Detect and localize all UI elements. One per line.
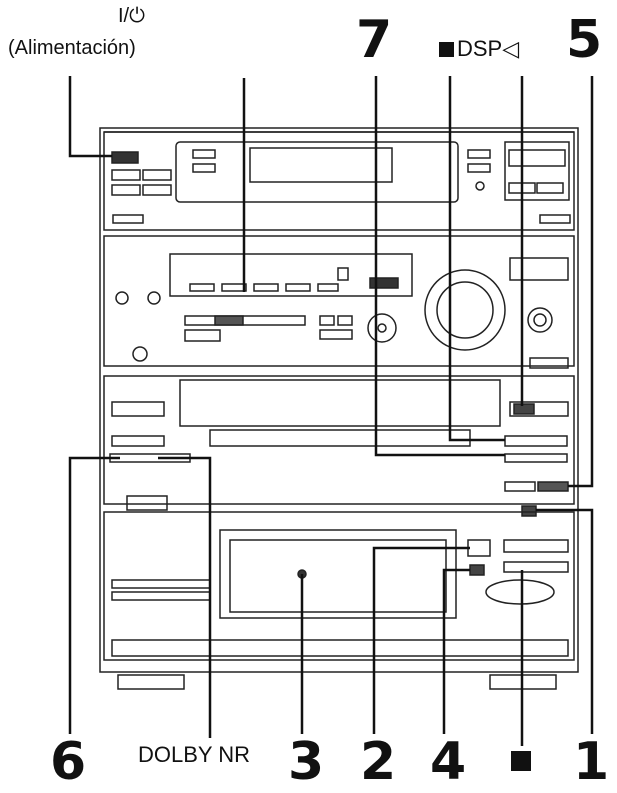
dolby-nr-label: DOLBY NR	[138, 742, 251, 767]
leader-7	[374, 76, 505, 457]
callout-1-label: 1	[573, 732, 610, 792]
cabinet-outline	[99, 127, 579, 673]
power-caption-label: (Alimentación)	[8, 37, 136, 59]
callout-7-label: 7	[356, 10, 393, 70]
callout-4-label: 4	[430, 732, 467, 792]
dsp-text: DSP	[457, 36, 503, 61]
callout-6-label: 6	[50, 732, 87, 792]
leader-4	[442, 568, 470, 734]
leader-dsp	[448, 76, 505, 442]
cassette-deck-panel	[103, 511, 575, 661]
leader-2	[372, 546, 470, 734]
callout-2-label: 2	[360, 732, 397, 792]
cd-changer-panel	[103, 375, 575, 505]
tuner-panel	[103, 235, 575, 367]
power-button	[111, 151, 139, 164]
leader-6	[68, 456, 120, 734]
dsp-label: DSP◁	[439, 38, 519, 60]
leader-1	[536, 508, 594, 734]
callout-3-label: 3	[288, 732, 325, 792]
cassette-door	[219, 529, 457, 619]
triangle-left-icon: ◁	[502, 36, 520, 61]
callout-5-label: 5	[566, 10, 603, 70]
leader-5	[568, 76, 594, 488]
volume-knob	[424, 269, 506, 351]
stop-square-callout-icon	[511, 751, 531, 771]
stop-square-icon	[439, 42, 454, 57]
power-symbol-label: I/⏻	[118, 5, 145, 27]
amplifier-panel	[103, 131, 575, 231]
leader-dolby-nr	[158, 456, 212, 738]
leader-power	[68, 76, 112, 158]
